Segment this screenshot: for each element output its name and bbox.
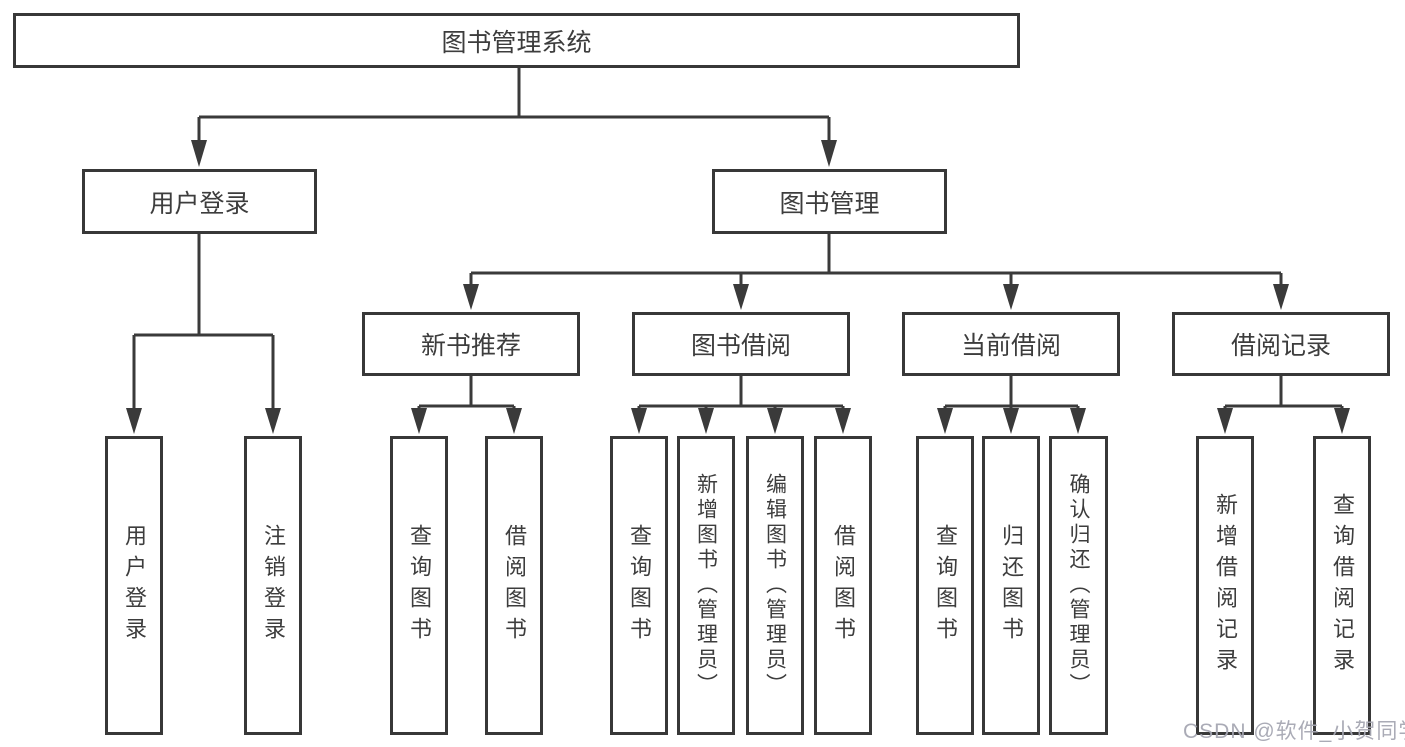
leaf-label: 借阅图书 — [502, 523, 527, 648]
leaf-query-borrow-record: 查询借阅记录 — [1313, 436, 1371, 735]
node-label: 借阅记录 — [1230, 332, 1331, 360]
leaf-label: 新增图书（管理员） — [694, 473, 718, 698]
node-book-management: 图书管理 — [712, 169, 947, 234]
node-user-login: 用户登录 — [82, 169, 317, 234]
leaf-borrow-books-recommend: 借阅图书 — [485, 436, 543, 735]
leaf-return-book: 归还图书 — [982, 436, 1040, 735]
node-label: 图书借阅 — [690, 332, 791, 360]
node-label: 用户登录 — [149, 189, 250, 218]
leaf-label: 新增借阅记录 — [1213, 492, 1238, 679]
leaf-user-login: 用户登录 — [105, 436, 163, 735]
node-book-borrow: 图书借阅 — [632, 312, 850, 376]
leaf-query-books-borrow: 查询图书 — [610, 436, 668, 735]
watermark: CSDN @软件_小贺同学 — [1183, 720, 1405, 743]
node-label: 图书管理系统 — [441, 28, 592, 57]
leaf-label: 查询图书 — [627, 523, 652, 648]
leaf-borrow-books: 借阅图书 — [814, 436, 872, 735]
leaf-add-borrow-record: 新增借阅记录 — [1196, 436, 1254, 735]
node-label: 新书推荐 — [420, 332, 521, 360]
leaf-label: 编辑图书（管理员） — [763, 473, 787, 698]
leaf-label: 注销登录 — [261, 523, 286, 648]
leaf-label: 查询借阅记录 — [1330, 492, 1355, 679]
leaf-label: 归还图书 — [999, 523, 1024, 648]
leaf-label: 查询图书 — [933, 523, 958, 648]
node-label: 当前借阅 — [960, 332, 1061, 360]
node-current-borrow: 当前借阅 — [902, 312, 1120, 376]
leaf-logout: 注销登录 — [244, 436, 302, 735]
leaf-confirm-return-admin: 确认归还（管理员） — [1049, 436, 1108, 735]
leaf-label: 查询图书 — [407, 523, 432, 648]
node-label: 图书管理 — [779, 189, 880, 218]
node-root: 图书管理系统 — [13, 13, 1020, 68]
leaf-query-books-recommend: 查询图书 — [390, 436, 448, 735]
leaf-label: 用户登录 — [122, 523, 147, 648]
leaf-add-book-admin: 新增图书（管理员） — [677, 436, 735, 735]
node-new-book-recommend: 新书推荐 — [362, 312, 580, 376]
leaf-query-books-current: 查询图书 — [916, 436, 974, 735]
leaf-edit-book-admin: 编辑图书（管理员） — [746, 436, 804, 735]
node-borrow-records: 借阅记录 — [1172, 312, 1390, 376]
leaf-label: 确认归还（管理员） — [1067, 473, 1090, 698]
leaf-label: 借阅图书 — [831, 523, 856, 648]
